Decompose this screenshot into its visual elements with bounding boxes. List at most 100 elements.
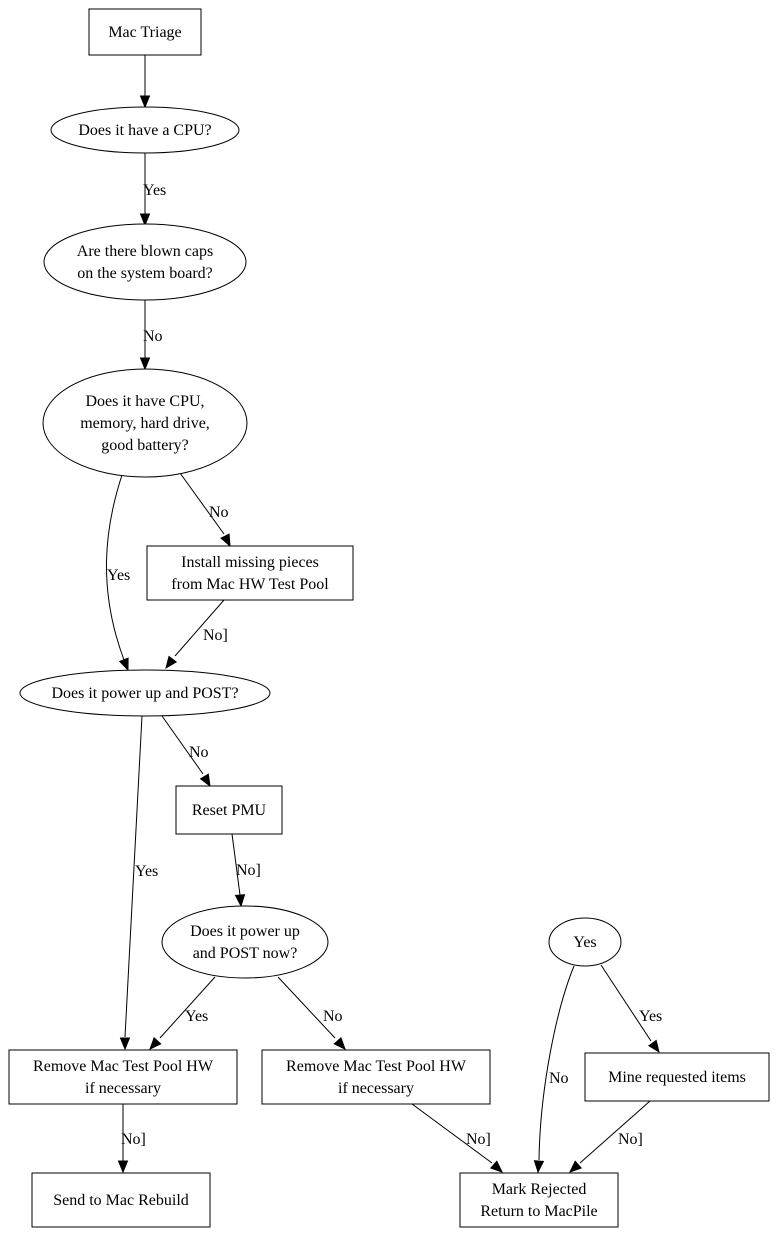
node-mine-items: Mine requested items [584,1052,770,1102]
edge-label: Yes [143,182,166,199]
edge-label: Yes [185,1008,208,1025]
edge-label: No [549,1070,569,1087]
process-box [8,1049,238,1105]
edge-label: No [209,504,229,521]
node-reset-pmu: Reset PMU [175,785,283,835]
node-label-line: Yes [573,934,596,951]
node-label-line: Remove Mac Test Pool HW [286,1058,467,1075]
edge-has-parts-to-power-post: Yes [106,474,130,672]
process-box [584,1052,770,1102]
node-label-line: Return to MacPile [480,1203,597,1220]
edge-line [161,715,204,775]
process-box [31,1172,211,1228]
node-has-cpu: Does it have a CPU? [50,106,240,154]
edge-yes-node-to-mine-items: Yes [600,964,662,1054]
node-blown-caps: Are there blown caps on the system board? [43,223,247,301]
edge-power-post-to-reset-pmu: No [161,715,211,788]
arrowhead [139,213,151,227]
node-label-line: Does it power up and POST? [51,685,238,702]
process-box [146,545,354,601]
edge-label: No] [203,627,228,644]
node-label-line: Does it power up [190,923,300,940]
node-label-line: Are there blown caps [77,243,213,260]
process-box [261,1049,491,1105]
node-label-line: Mark Rejected [492,1181,587,1198]
edge-label: Yes [107,567,130,584]
node-label-line: Send to Mac Rebuild [53,1192,189,1209]
node-label-line: Mac Triage [108,24,181,41]
decision-ellipse [42,368,248,478]
node-label-line: if necessary [338,1080,414,1097]
edge-start-to-has-cpu [139,55,151,109]
node-start: Mac Triage [88,8,202,56]
edge-line [174,599,225,657]
node-label-line: Reset PMU [192,802,267,819]
node-label-line: Does it have CPU, [85,393,204,410]
edge-line [179,472,225,535]
edge-line [579,1100,651,1164]
arrowhead [117,1160,129,1174]
arrowhead [533,1160,545,1174]
node-label-line: from Mac HW Test Pool [171,576,329,593]
edge-line [277,976,336,1039]
node-label-line: if necessary [85,1080,161,1097]
edge-power-post-to-remove-hw-left: Yes [119,715,158,1051]
edge-line [231,833,241,896]
decision-ellipse [50,106,240,154]
node-label-line: Remove Mac Test Pool HW [33,1058,214,1075]
edge-yes-node-to-mark-rejected: No [533,965,575,1174]
edge-install-missing-to-power-post: No] [165,599,228,670]
arrowhead [165,655,178,670]
edge-remove-hw-right-to-mark-rejected: No] [411,1103,503,1173]
edge-line [124,715,143,1038]
arrowhead [220,533,231,548]
node-label-line: on the system board? [77,265,213,282]
edge-line [159,976,216,1039]
node-yes-node: Yes [548,917,622,967]
decision-ellipse [548,917,622,967]
edge-label: No] [618,1131,643,1148]
node-power-post-now: Does it power up and POST now? [161,905,329,979]
edge-reset-pmu-to-power-post-now: No] [231,833,261,908]
edge-label: Yes [135,863,158,880]
edge-line [106,474,125,661]
arrowhead [489,1160,503,1173]
node-power-post: Does it power up and POST? [19,669,271,717]
edge-blown-caps-to-has-parts: No [139,300,163,371]
process-box [88,8,202,56]
edge-has-cpu-to-blown-caps: Yes [139,153,166,227]
node-label-line: and POST now? [193,945,298,962]
arrowhead [647,1039,660,1054]
arrowhead [139,95,151,109]
edge-mine-items-to-mark-rejected: No] [569,1100,651,1173]
edge-power-post-now-to-remove-hw-right: No [277,976,346,1050]
edge-line [600,964,652,1042]
arrowhead [119,1037,131,1051]
edge-line [411,1103,493,1164]
arrowhead [569,1160,583,1173]
decision-ellipse [161,905,329,979]
arrowhead [149,1036,162,1050]
edge-remove-hw-left-to-send-rebuild: No] [117,1104,146,1174]
edge-label: Yes [639,1008,662,1025]
arrowhead [234,894,246,908]
node-label-line: memory, hard drive, [80,415,210,432]
edge-line [538,965,575,1161]
node-label-line: Install missing pieces [181,554,319,571]
node-send-rebuild: Send to Mac Rebuild [31,1172,211,1228]
node-install-missing: Install missing pieces from Mac HW Test P… [146,545,354,601]
arrowhead [118,657,129,672]
arrowhead [199,773,211,788]
edge-label: No [323,1008,343,1025]
edge-label: No [143,328,163,345]
process-box [459,1172,619,1228]
edge-power-post-now-to-remove-hw-left: Yes [149,976,216,1050]
edge-label: No] [121,1131,146,1148]
node-label-line: good battery? [101,437,189,454]
node-has-parts: Does it have CPU, memory, hard drive, good… [42,368,248,478]
arrowhead [139,357,151,371]
edge-label: No] [466,1131,491,1148]
decision-ellipse [43,223,247,301]
